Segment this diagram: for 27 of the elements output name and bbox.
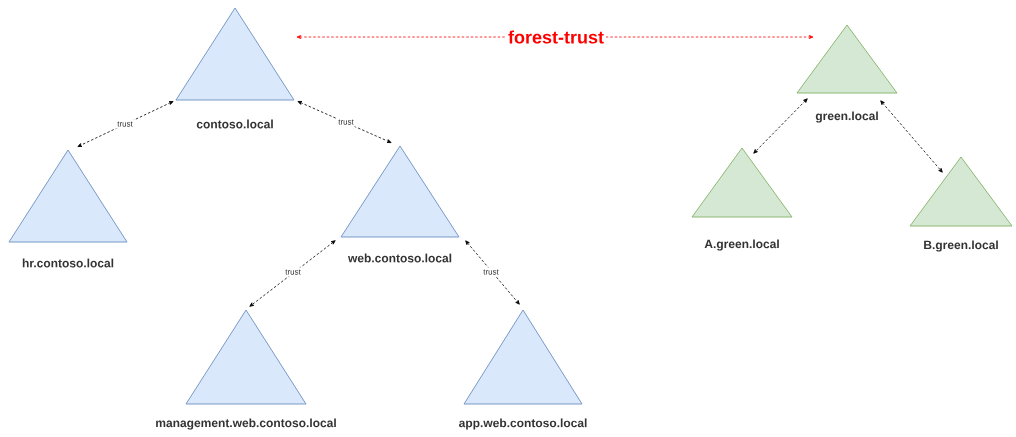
domain-triangle: B.green.local [909,156,1013,252]
arrow [249,240,336,307]
edge-label: trust [336,117,356,127]
node-label: contoso.local [196,119,273,129]
arrow [77,101,174,147]
domain-triangle: contoso.local [175,7,295,129]
domain-triangle: management.web.contoso.local [156,309,336,430]
arrow [880,100,943,173]
node-label: A.green.local [704,239,779,251]
arrow [465,240,520,305]
node-label: management.web.contoso.local [156,418,336,430]
domain-triangle: hr.contoso.local [8,149,128,268]
node-label: B.green.local [924,240,998,252]
node-label: green.local [815,111,878,123]
arrow [297,101,392,143]
edge-label: trust [283,267,303,277]
domain-triangle: green.local [796,24,898,123]
domain-triangle: A.green.local [691,147,793,251]
edge-label: trust [115,119,135,129]
edge-label: trust [481,267,501,277]
node-label: hr.contoso.local [22,258,114,268]
node-label: web.contoso.local [347,253,452,263]
domain-triangle: web.contoso.local [340,145,460,263]
arrow [753,98,808,154]
edge-label: forest-trust [506,28,606,46]
node-label: app.web.contoso.local [459,418,587,430]
domain-triangle: app.web.contoso.local [459,309,587,430]
